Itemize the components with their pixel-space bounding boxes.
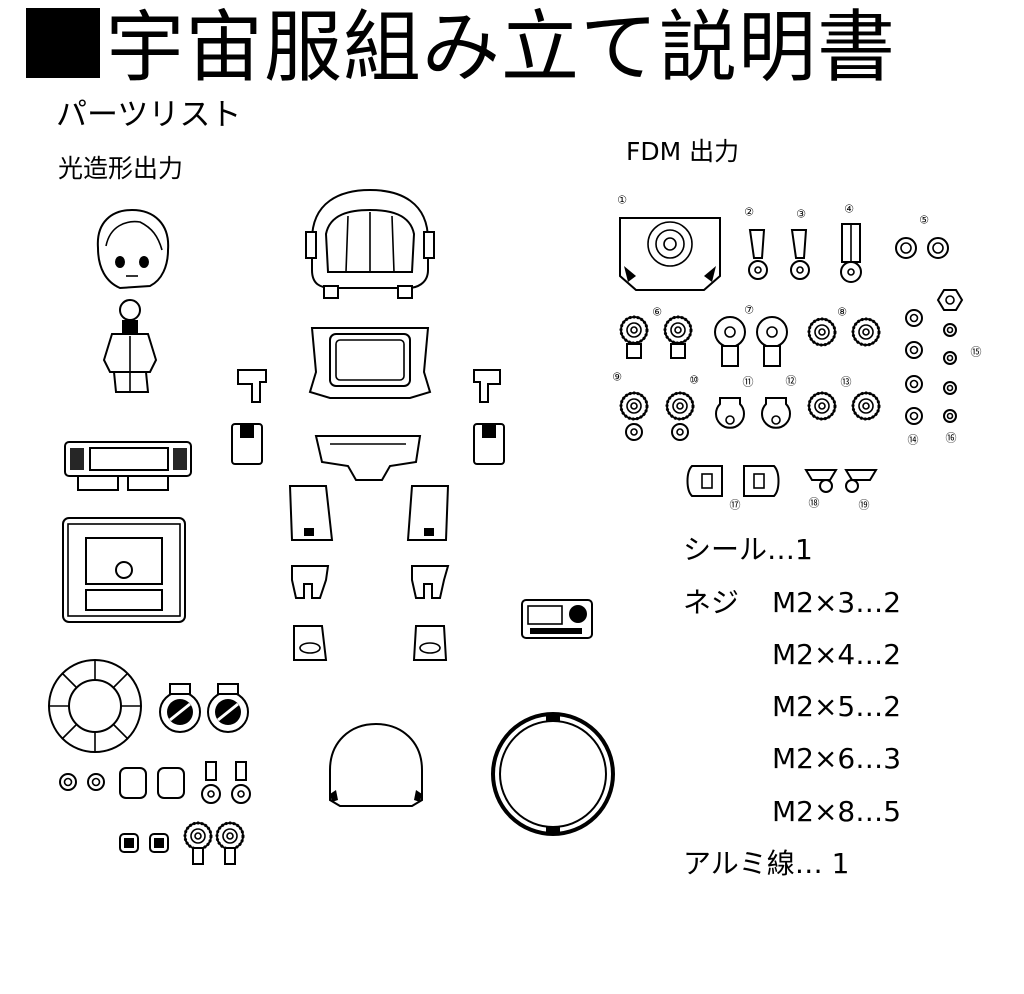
leg-parts xyxy=(288,485,450,599)
fdm-label-12: ⑫ xyxy=(786,375,797,388)
helmet-ring-part xyxy=(491,712,615,836)
fdm-label-18: ⑱ xyxy=(809,497,820,510)
fdm-label-9: ⑨ xyxy=(612,371,622,384)
fdm-label-17: ⑰ xyxy=(730,499,741,512)
fdm-label-2: ② xyxy=(744,206,754,219)
page-title: 宇宙服組み立て説明書 xyxy=(26,0,896,96)
tiny-parts xyxy=(119,821,245,865)
backpack-front-part xyxy=(62,517,186,623)
fdm-parts-17-19 xyxy=(686,465,878,497)
title-text: 宇宙服組み立て説明書 xyxy=(106,3,897,93)
screw-label: ネジ xyxy=(683,586,740,619)
fdm-label-5: ⑤ xyxy=(919,214,929,227)
screw-m2x6: M2×6…3 xyxy=(772,742,902,775)
aluminum-wire-count: アルミ線… 1 xyxy=(683,847,850,880)
joint-ring-parts xyxy=(159,683,249,733)
waist-part xyxy=(314,435,422,481)
nameplate-part xyxy=(521,599,593,639)
fdm-label-11: ⑪ xyxy=(743,376,754,389)
parts-list-heading: パーツリスト xyxy=(56,97,242,133)
fdm-label-14: ⑭ xyxy=(908,434,919,447)
fdm-label-10: ⑩ xyxy=(689,374,699,387)
shoulder-parts xyxy=(237,369,501,403)
neck-ring-part xyxy=(48,659,142,753)
arm-parts xyxy=(231,423,505,465)
fdm-label-19: ⑲ xyxy=(859,499,870,512)
fdm-label-3: ③ xyxy=(796,208,806,221)
fdm-parts-14-16 xyxy=(905,289,964,425)
title-square-icon xyxy=(26,8,100,78)
boot-parts xyxy=(293,625,448,661)
head-part xyxy=(96,208,170,290)
backpack-side-part xyxy=(64,441,192,491)
visor-part xyxy=(329,722,423,807)
screw-m2x8: M2×8…5 xyxy=(772,795,902,828)
fdm-label-7: ⑦ xyxy=(744,304,754,317)
screw-m2x4: M2×4…2 xyxy=(772,638,902,671)
screw-m2x3: M2×3…2 xyxy=(772,586,902,619)
helmet-part xyxy=(305,188,435,299)
fdm-part-1 xyxy=(619,217,721,291)
chest-part xyxy=(308,327,432,399)
fdm-label-15: ⑮ xyxy=(971,346,982,359)
fdm-print-heading: FDM 出力 xyxy=(626,137,740,166)
resin-print-heading: 光造形出力 xyxy=(58,154,184,183)
fdm-part-5 xyxy=(895,237,949,259)
fdm-label-6: ⑥ xyxy=(652,306,662,319)
fdm-label-8: ⑧ xyxy=(837,306,847,319)
fdm-label-13: ⑬ xyxy=(841,376,852,389)
fdm-part-2-3-4 xyxy=(748,223,862,283)
fdm-label-1: ① xyxy=(617,194,627,207)
fdm-label-16: ⑯ xyxy=(946,432,957,445)
fdm-gears-row2 xyxy=(619,391,881,441)
fdm-label-4: ④ xyxy=(844,203,854,216)
torso-figure-part xyxy=(102,299,158,393)
fdm-gears-row1 xyxy=(619,315,881,367)
small-joint-parts xyxy=(59,761,251,804)
seal-count: シール…1 xyxy=(683,533,813,566)
screw-m2x5: M2×5…2 xyxy=(772,690,902,723)
